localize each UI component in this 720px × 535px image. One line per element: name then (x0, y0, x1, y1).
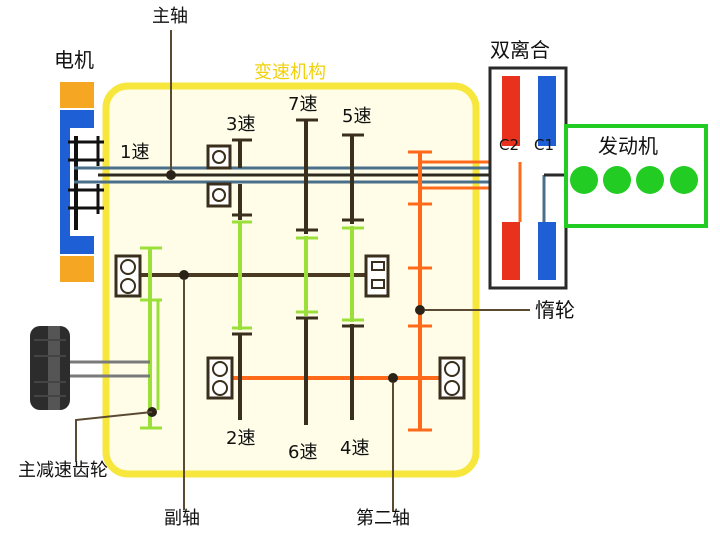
label-gear-6: 6速 (288, 442, 318, 463)
clutch-c2-bottom (502, 222, 520, 280)
label-engine: 发动机 (598, 134, 658, 158)
motor-orange-bottom (60, 256, 94, 282)
wheel-tire (30, 326, 70, 410)
bearing-second-right (438, 356, 466, 400)
label-gear-3: 3速 (226, 114, 256, 135)
engine-cylinder (603, 166, 631, 194)
bearing-second-left (206, 356, 234, 400)
countershaft-dot (179, 270, 189, 280)
clutch-c1-top (538, 76, 556, 146)
label-second-shaft: 第二轴 (356, 508, 410, 529)
label-transmission: 变速机构 (254, 62, 326, 83)
engine-box (564, 124, 708, 228)
second-shaft-dot (388, 373, 398, 383)
bearing-countershaft-left (114, 254, 142, 298)
label-main-shaft: 主轴 (152, 6, 188, 27)
label-gear-1: 1速 (120, 142, 150, 163)
label-c1: C1 (534, 136, 555, 154)
label-countershaft: 副轴 (164, 508, 200, 529)
label-motor: 电机 (54, 48, 94, 72)
clutch-c1-bottom (538, 222, 556, 280)
label-gear-5: 5速 (342, 106, 372, 127)
dual-clutch-assembly (488, 66, 568, 290)
idler-dot (415, 305, 425, 315)
motor-orange-top (60, 82, 94, 108)
bearing-main-lower (206, 182, 232, 208)
main-shaft-dot (166, 170, 176, 180)
label-idler: 惰轮 (535, 298, 575, 322)
label-c2: C2 (499, 136, 520, 154)
clutch-c2-top (502, 76, 520, 146)
leader-final-drive (75, 411, 153, 462)
bearing-main-upper (206, 144, 232, 170)
engine-cylinder (636, 166, 664, 194)
engine-cylinder (570, 166, 598, 194)
label-gear-4: 4速 (340, 438, 370, 459)
label-final-drive: 主减速齿轮 (18, 460, 108, 481)
engine-cylinder (670, 166, 698, 194)
label-dual-clutch: 双离合 (490, 38, 550, 62)
bearing-countershaft-right (364, 254, 390, 298)
label-gear-7: 7速 (288, 94, 318, 115)
label-gear-2: 2速 (226, 428, 256, 449)
